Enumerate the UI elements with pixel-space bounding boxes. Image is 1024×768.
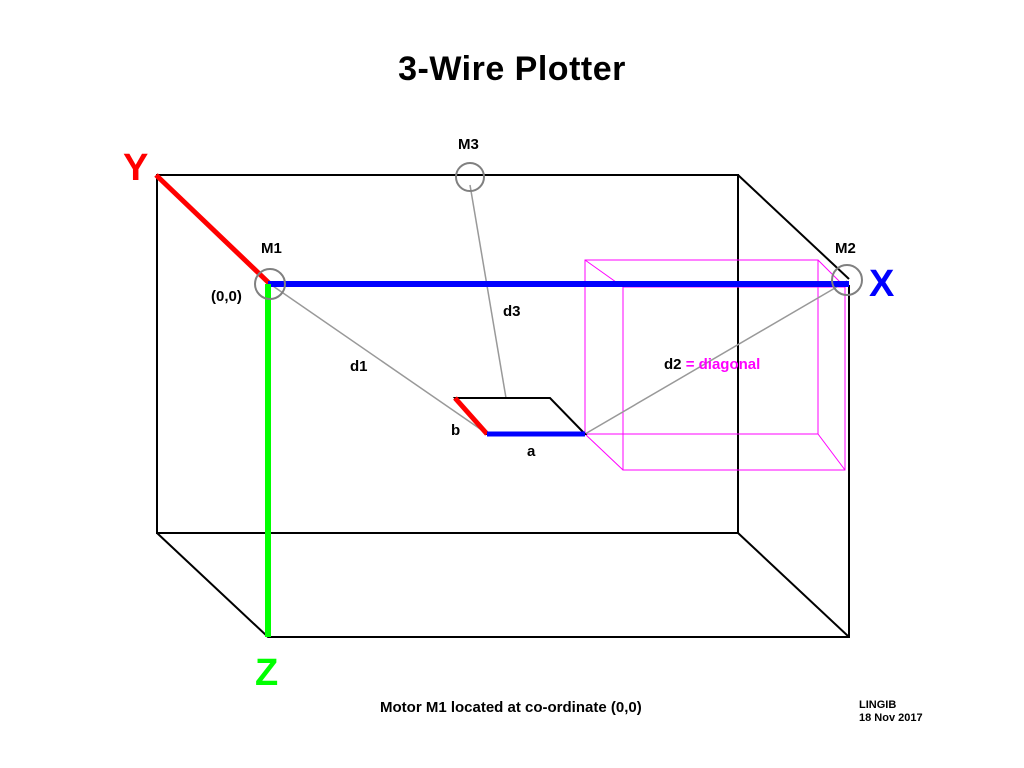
diagonal-box-edge — [818, 434, 845, 470]
page-title: 3-Wire Plotter — [398, 50, 626, 88]
y-axis-label: Y — [123, 147, 149, 189]
wire-d3 — [470, 185, 506, 398]
frame-front-edges — [157, 285, 849, 637]
date: 18 Nov 2017 — [859, 712, 923, 724]
z-axis-label: Z — [255, 652, 279, 694]
author: LINGIB — [859, 699, 897, 711]
pen-carriage — [455, 398, 585, 434]
pen-a-label: a — [527, 443, 536, 460]
pen-side-b — [455, 398, 487, 434]
d1-label: d1 — [350, 358, 368, 375]
caption: Motor M1 located at co-ordinate (0,0) — [380, 699, 642, 716]
motor-m1-label: M1 — [261, 240, 282, 257]
motor-m3-icon — [456, 163, 484, 191]
origin-label: (0,0) — [211, 288, 242, 305]
diagonal-box-edge — [585, 434, 623, 470]
motor-m3-label: M3 — [458, 136, 479, 153]
d2-diagonal-note: = diagonal — [685, 356, 761, 373]
diagonal-box-back — [584, 259, 819, 435]
d2-label: d2 = diagonal — [664, 357, 760, 372]
signature: LINGIB 18 Nov 2017 — [859, 699, 923, 725]
y-axis-line — [156, 175, 270, 284]
wires — [270, 185, 847, 434]
d3-label: d3 — [503, 303, 521, 320]
frame-edge-bottom-right — [738, 533, 849, 637]
diagonal-box-front — [622, 286, 846, 471]
motor-m1-icon — [255, 269, 285, 299]
wire-d1 — [270, 284, 486, 433]
motor-m2-label: M2 — [835, 240, 856, 257]
pen-b-label: b — [451, 422, 461, 439]
frame-edge-top-right — [738, 175, 849, 279]
motor-m2-icon — [832, 265, 862, 295]
wire-d2 — [585, 281, 847, 434]
frame-back-face — [156, 174, 739, 534]
frame — [156, 174, 849, 637]
d2-name: d2 — [664, 356, 682, 373]
x-axis-label: X — [869, 263, 895, 305]
